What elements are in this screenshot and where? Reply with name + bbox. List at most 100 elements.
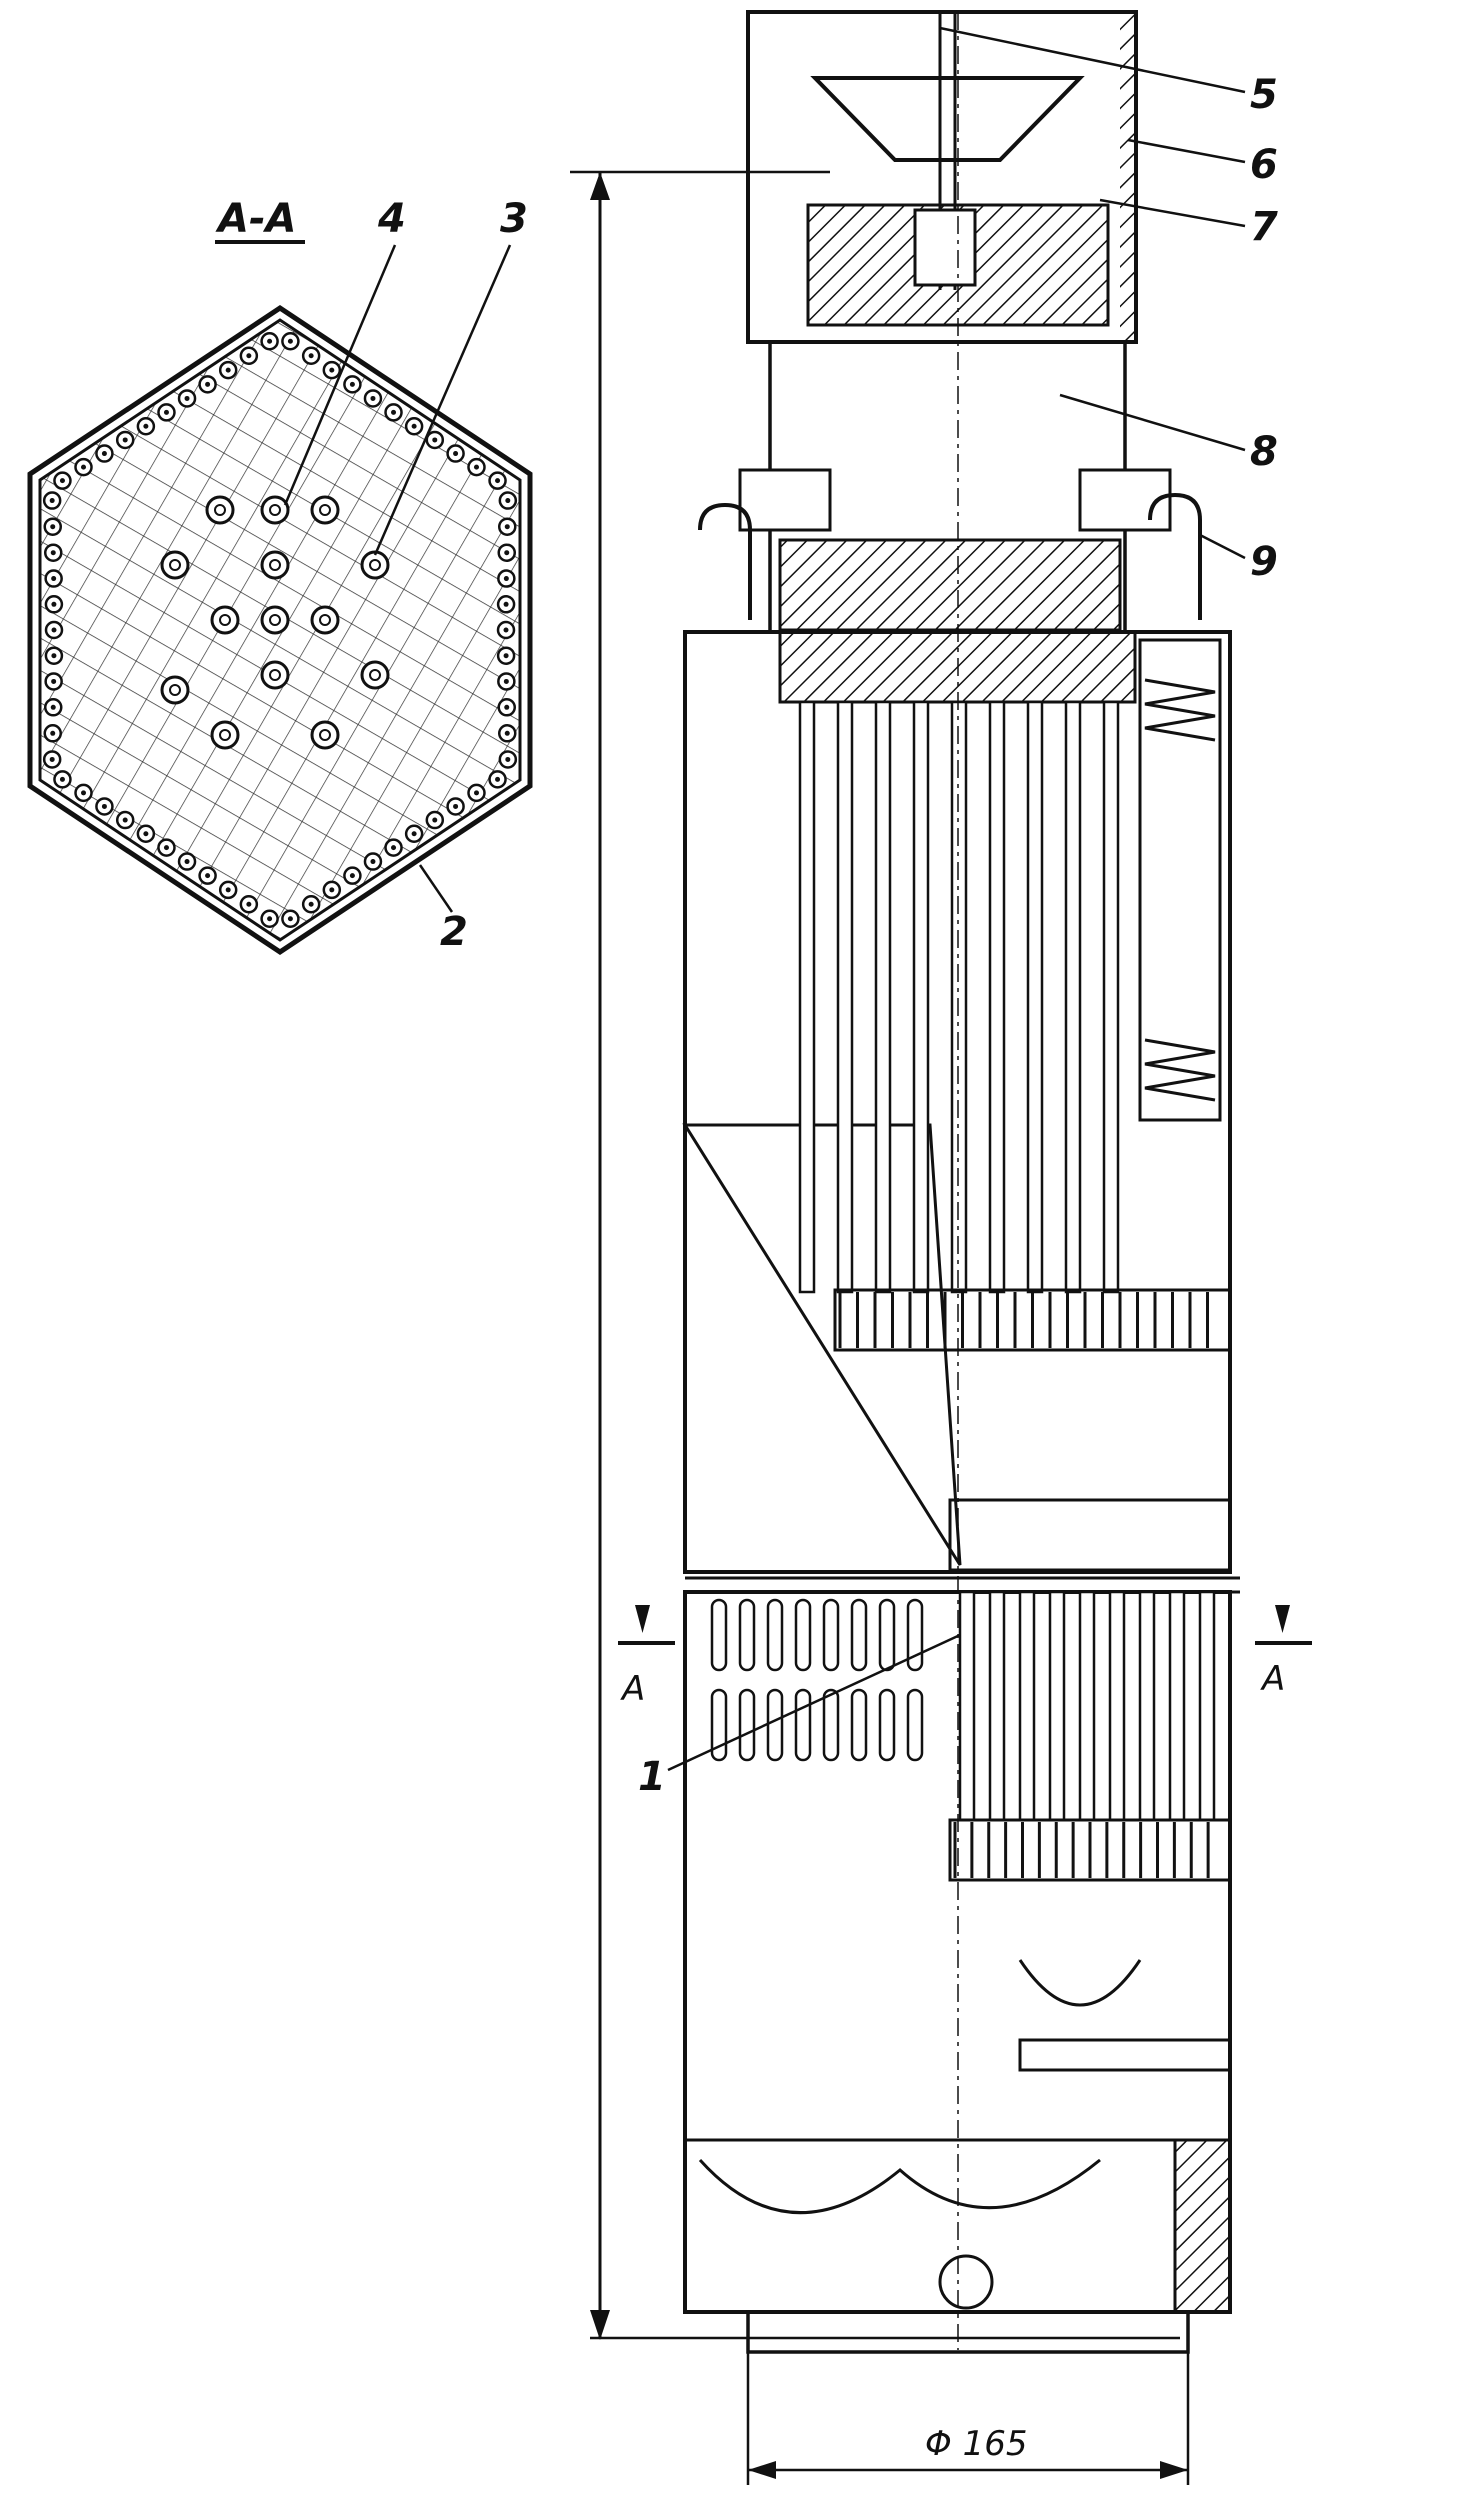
- peripheral-rod-core: [503, 576, 509, 582]
- peripheral-rod-core: [59, 478, 65, 484]
- section-mark-right: А: [1260, 1659, 1285, 1699]
- section-mark-right-arrow: [1275, 1605, 1290, 1633]
- channel-core: [319, 614, 331, 626]
- peripheral-rod-core: [49, 498, 55, 504]
- section-mark-left: А: [620, 1669, 645, 1709]
- callout-9: 9: [1250, 539, 1278, 585]
- peripheral-rod-core: [370, 395, 376, 401]
- leader-6: [1127, 138, 1246, 164]
- channel-core: [214, 504, 226, 516]
- assembly-view: А А 5 6 7 8 9 1 Φ 165: [570, 10, 1312, 2485]
- hexagon-shroud-outer: [27, 304, 533, 956]
- peripheral-rod-core: [505, 498, 511, 504]
- diameter-arrow-right: [1160, 2461, 1188, 2479]
- channel: [210, 720, 240, 750]
- peripheral-rod-core: [59, 776, 65, 782]
- peripheral-rod-core: [225, 367, 231, 373]
- fuel-rod-lower: [1108, 1590, 1126, 1822]
- channel: [310, 495, 340, 525]
- height-arrow-top: [590, 172, 610, 200]
- channel: [260, 605, 290, 635]
- handle-right: [1148, 492, 1202, 620]
- diameter-arrow-left: [748, 2461, 776, 2479]
- hexagon-shroud-inner: [38, 318, 522, 942]
- peripheral-rod-core: [370, 859, 376, 865]
- leader-1: [667, 1633, 961, 1772]
- peripheral-rod-core: [51, 678, 57, 684]
- peripheral-rod-core: [411, 423, 417, 429]
- callout-1: 1: [638, 1754, 666, 1800]
- fuel-rod-lower: [988, 1590, 1006, 1822]
- peripheral-rod-core: [49, 756, 55, 762]
- channel: [210, 605, 240, 635]
- peripheral-rod-core: [503, 601, 509, 607]
- channel: [310, 605, 340, 635]
- leader-8: [1059, 393, 1246, 452]
- fuel-pellet: [738, 1598, 756, 1672]
- fuel-rod: [798, 700, 816, 1294]
- fuel-rod-lower: [1078, 1590, 1096, 1822]
- peripheral-rod-core: [349, 381, 355, 387]
- section-mark-left-arrow: [635, 1605, 650, 1633]
- leader-3: [373, 244, 512, 556]
- fuel-rod: [1064, 700, 1082, 1294]
- callout-8: 8: [1250, 429, 1278, 475]
- peripheral-rod-core: [267, 916, 273, 922]
- lower-support: [1018, 2038, 1232, 2072]
- spacer-comb-lower: [953, 1822, 1210, 1878]
- peripheral-rod-core: [51, 653, 57, 659]
- fuel-rod: [1102, 700, 1120, 1294]
- spring-lower: [1144, 1038, 1216, 1102]
- fuel-rod: [912, 700, 930, 1294]
- peripheral-rod-core: [495, 478, 501, 484]
- channel-core: [269, 669, 281, 681]
- channel-core: [219, 614, 231, 626]
- peripheral-rod-core: [184, 859, 190, 865]
- channel-core: [219, 729, 231, 741]
- fuel-pellet: [906, 1688, 924, 1762]
- fuel-rod: [874, 700, 892, 1294]
- channel-core: [269, 559, 281, 571]
- peripheral-rod-core: [50, 550, 56, 556]
- peripheral-rod-core: [391, 409, 397, 415]
- peripheral-rods: [42, 332, 518, 928]
- channel: [205, 495, 235, 525]
- peripheral-rod-core: [225, 887, 231, 893]
- peripheral-rod-core: [503, 627, 509, 633]
- peripheral-rod-core: [81, 464, 87, 470]
- tail-nozzle: [746, 2310, 1190, 2354]
- fuel-pellet: [822, 1688, 840, 1762]
- peripheral-rod-core: [473, 790, 479, 796]
- leader-7: [1099, 198, 1246, 228]
- peripheral-rod-core: [143, 831, 149, 837]
- side-lug-left: [738, 468, 832, 532]
- section-title: А-А: [215, 196, 297, 242]
- peripheral-rod-core: [503, 678, 509, 684]
- channel-core: [269, 614, 281, 626]
- upper-rods: [798, 700, 1120, 1294]
- peripheral-rod-core: [432, 437, 438, 443]
- channel: [260, 550, 290, 580]
- inner-channels: [160, 495, 390, 750]
- fuel-pellet: [878, 1688, 896, 1762]
- fuel-pellet: [850, 1688, 868, 1762]
- peripheral-rod-core: [205, 381, 211, 387]
- channel-core: [169, 559, 181, 571]
- fuel-pellet: [766, 1598, 784, 1672]
- channel-core: [269, 504, 281, 516]
- fuel-rod-lower: [1048, 1590, 1066, 1822]
- handle-left: [698, 502, 752, 620]
- callout-5: 5: [1250, 72, 1278, 118]
- fuel-pellet: [794, 1688, 812, 1762]
- leader-4: [283, 244, 397, 506]
- leader-9: [1199, 533, 1246, 560]
- peripheral-rod-core: [246, 353, 252, 359]
- channel: [160, 675, 190, 705]
- fuel-rod-lower: [1198, 1590, 1216, 1822]
- spacer-grid-lower: [948, 1818, 1232, 1882]
- peripheral-rod-core: [205, 873, 211, 879]
- fuel-rod-lower: [958, 1590, 976, 1822]
- nozzle-wall: [1173, 2138, 1232, 2314]
- spacer-comb-upper: [838, 1292, 1209, 1348]
